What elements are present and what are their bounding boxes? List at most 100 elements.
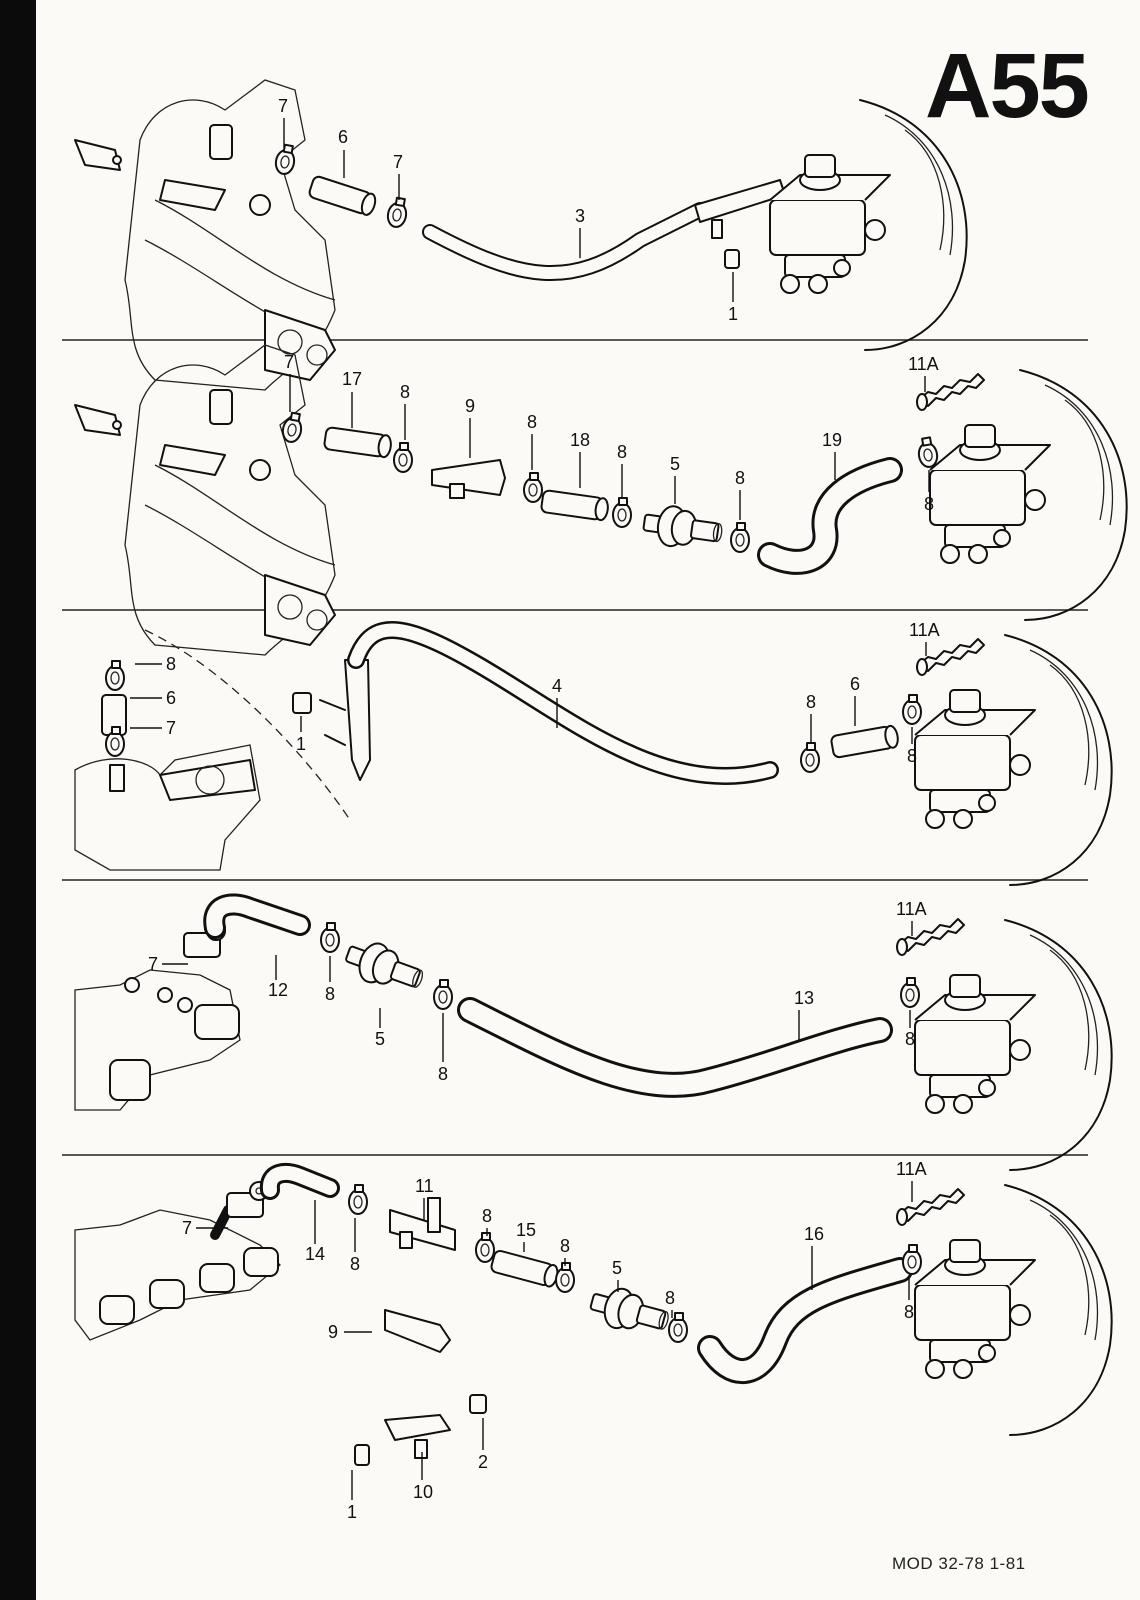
sheet-title: A55 [925,35,1090,137]
callout-label: 14 [305,1244,325,1264]
clamp-part [902,694,922,725]
clamp-part [433,979,453,1010]
footer-code: MOD 32-78 1-81 [892,1554,1026,1573]
callout-label: 8 [806,692,816,712]
callout-label: 16 [804,1224,824,1244]
callout-label: 8 [924,494,934,514]
tee-connector [344,659,371,781]
hose-part [307,174,379,218]
callout-label: 7 [166,718,176,738]
callout-label: 11A [908,354,939,374]
clamp-part [105,660,125,691]
panel-1: 7 6 7 3 1 [74,79,968,391]
callout-label: 8 [438,1064,448,1084]
hose-part [829,723,901,760]
callout-label: 18 [570,430,590,450]
callout-label: 9 [328,1322,338,1342]
panel-2: 7 17 8 9 8 18 8 5 8 19 11A 8 [74,344,1128,656]
clamp-part [320,922,340,953]
callout-label: 19 [822,430,842,450]
callout-label: 8 [904,1302,914,1322]
nipple-part [896,1188,965,1226]
engine-block-drawing [74,744,261,871]
intake-manifold-drawing [74,1209,281,1341]
clamp-part [393,442,413,473]
clamp-part [730,522,750,553]
clamp-part [915,435,940,470]
clamp-part [523,472,543,503]
check-valve-part [340,933,430,1000]
callout-label: 1 [728,304,738,324]
callout-label: 11A [896,899,927,919]
hose-part [539,488,611,522]
callout-label: 8 [482,1206,492,1226]
callout-label: 8 [400,382,410,402]
callout-label: 8 [735,468,745,488]
hose-part [489,1248,561,1289]
brake-booster-drawing [769,99,968,351]
brake-booster-drawing [914,919,1113,1171]
hose-part [322,425,394,459]
callout-label: 7 [284,352,294,372]
clamp-part [348,1184,368,1215]
callout-label: 4 [552,676,562,696]
nipple-part [896,918,965,956]
clamp-part [555,1262,575,1293]
tee-connector [384,1309,451,1353]
clamp-part [385,195,410,230]
callout-label: 7 [182,1218,192,1238]
callout-label: 8 [527,412,537,432]
callout-label: 7 [148,954,158,974]
clamp-part [900,977,920,1008]
callout-label: 5 [375,1029,385,1049]
panel-3: 8 6 7 1 4 8 6 11A 8 [74,620,1113,886]
callout-label: 1 [296,734,306,754]
callout-label: 3 [575,206,585,226]
panel-5: 7 14 8 11 8 15 8 5 8 16 11A 8 9 10 2 1 [74,1159,1113,1522]
callout-label: 8 [560,1236,570,1256]
nipple-part [916,638,985,676]
callout-label: 1 [347,1502,357,1522]
brake-booster-drawing [914,634,1113,886]
callout-label: 6 [166,688,176,708]
callout-label: 8 [617,442,627,462]
cap-part [354,1444,370,1466]
nipple-part [916,373,985,411]
callout-label: 8 [350,1254,360,1274]
callout-label: 8 [907,746,917,766]
clamp-part [800,742,820,773]
callout-label: 11A [909,620,940,640]
callout-label: 2 [478,1452,488,1472]
callout-label: 8 [905,1029,915,1049]
callout-label: 15 [516,1220,536,1240]
callout-label: 6 [338,127,348,147]
panel-4: 7 12 8 5 8 13 11A 8 [74,893,1113,1171]
binding-strip [0,0,36,1600]
tee-connector [384,1414,451,1441]
callout-label: 7 [278,96,288,116]
callout-label: 7 [393,152,403,172]
clamp-part [612,497,632,528]
vacuum-hose-long [422,202,708,282]
callout-label: 9 [465,396,475,416]
callout-label: 8 [325,984,335,1004]
cap-part [469,1394,487,1414]
callout-label: 11 [415,1176,434,1196]
intake-manifold-drawing [74,79,336,391]
callout-label: 13 [794,988,814,1008]
clamp-part [273,142,298,177]
callout-label: 8 [166,654,176,674]
vacuum-hose-long [347,621,779,785]
callout-label: 8 [665,1288,675,1308]
callout-label: 11A [896,1159,927,1179]
callout-label: 6 [850,674,860,694]
callout-label: 5 [670,454,680,474]
callout-label: 17 [342,369,362,389]
clamp-part [475,1232,495,1263]
intake-manifold-drawing [74,969,241,1111]
brake-booster-drawing [914,1184,1113,1436]
clamp-part [280,410,305,445]
callout-label: 5 [612,1258,622,1278]
callout-label: 12 [268,980,288,1000]
